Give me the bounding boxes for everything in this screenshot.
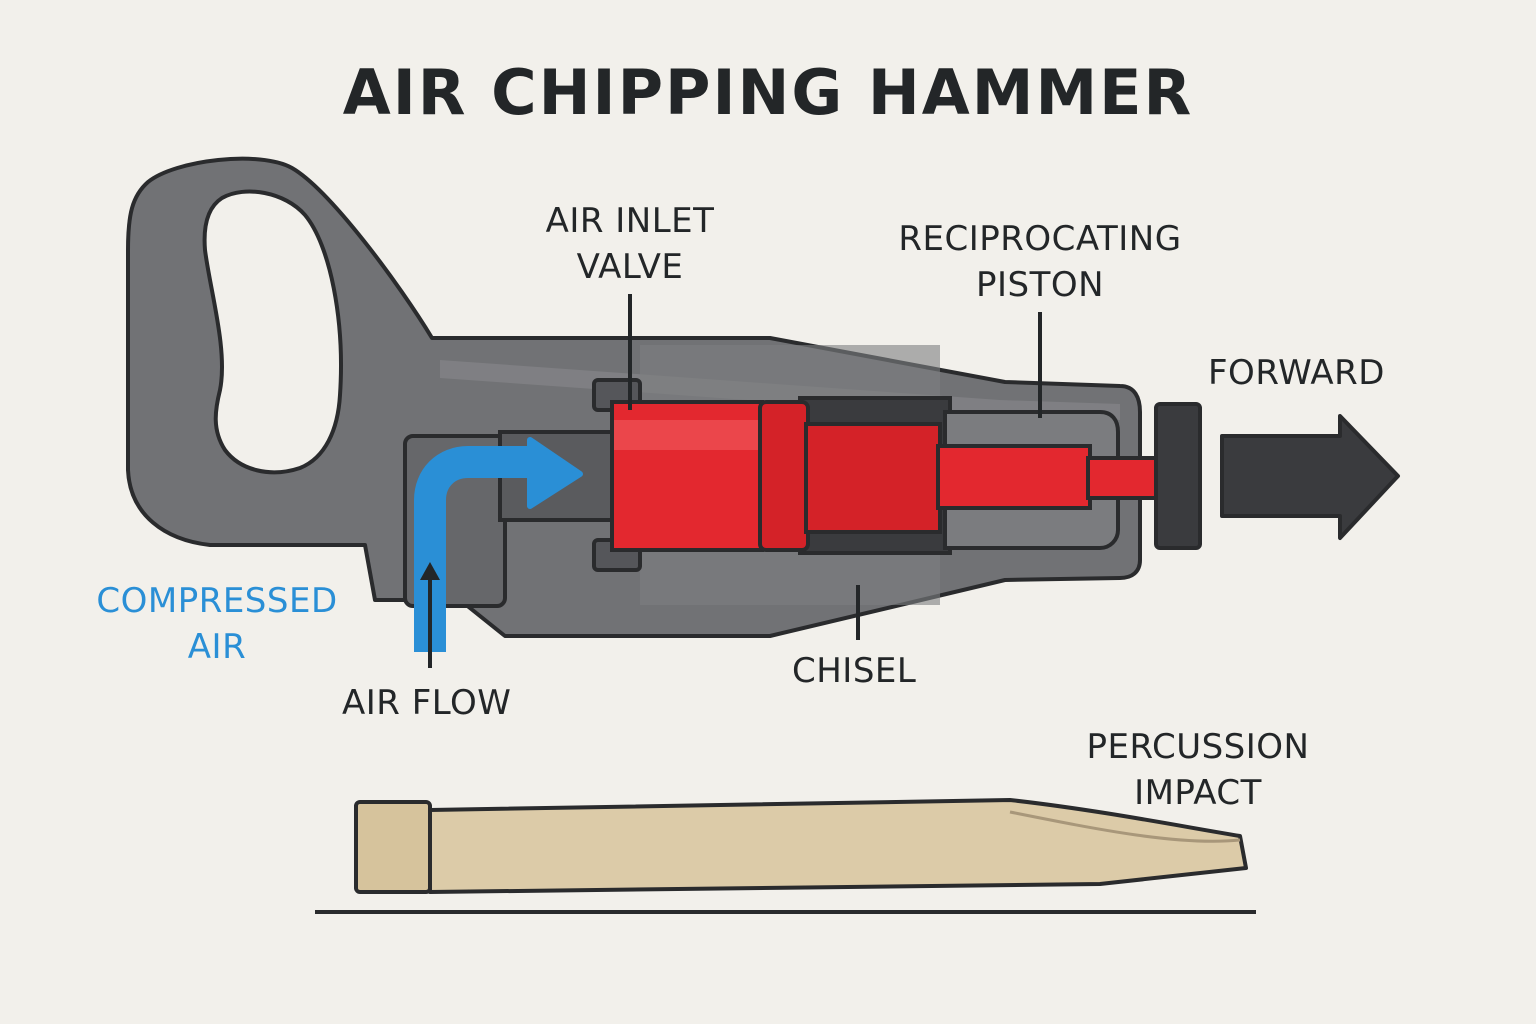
chisel-bit: [428, 798, 1248, 894]
piston-rod: [936, 444, 1092, 510]
air-flow-arrow: [414, 446, 532, 652]
forward-arrow: [1220, 414, 1400, 540]
piston-collar: [758, 400, 810, 552]
front-collar: [1154, 402, 1202, 550]
piston-tip: [1086, 456, 1162, 500]
chisel-shank: [354, 800, 432, 894]
handle-opening: [202, 189, 343, 475]
label-forward: FORWARD: [1208, 353, 1385, 393]
label-compressed-air: COMPRESSED AIR: [96, 581, 338, 667]
label-chisel: CHISEL: [792, 651, 917, 691]
page-title: AIR CHIPPING HAMMER: [342, 56, 1194, 129]
air-flow-pointer-head: [420, 562, 440, 580]
label-air-flow: AIR FLOW: [342, 683, 512, 723]
piston-body: [804, 422, 942, 534]
air-flow-arrowhead: [527, 437, 583, 509]
label-reciprocating-piston: RECIPROCATING PISTON: [898, 219, 1182, 305]
piston-head-highlight: [614, 420, 760, 450]
label-air-inlet-valve: AIR INLET VALVE: [545, 201, 715, 287]
label-percussion-impact: PERCUSSION IMPACT: [1086, 727, 1310, 813]
chisel-bevel: [1009, 810, 1241, 843]
